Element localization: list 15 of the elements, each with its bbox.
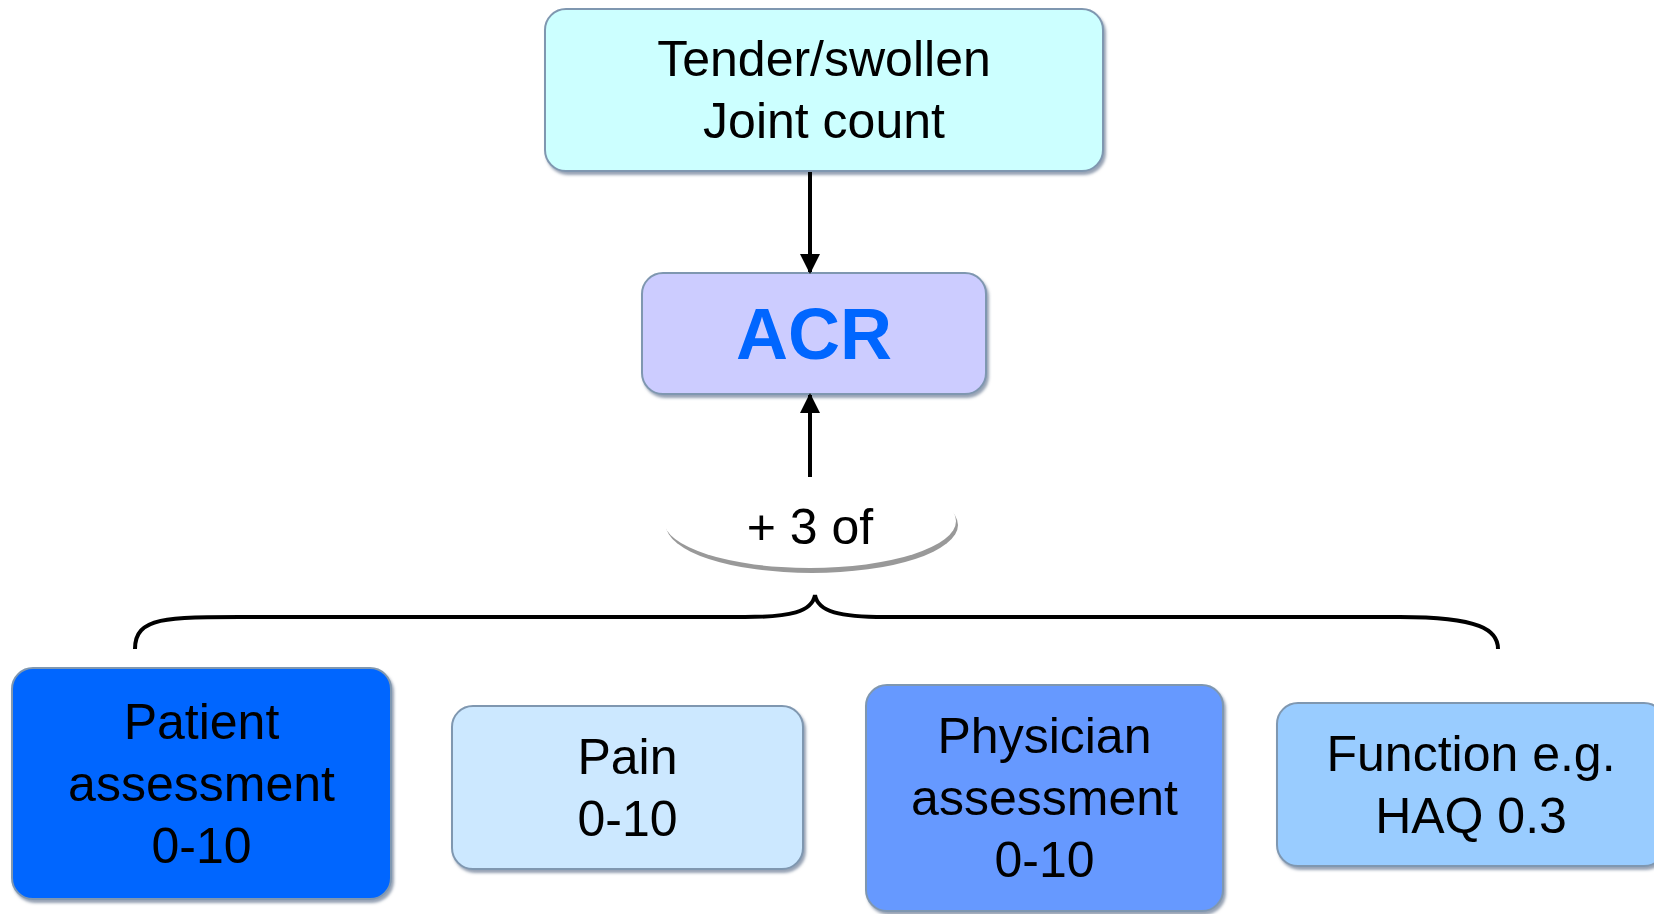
arrow [800, 172, 820, 274]
title-text: ACR [736, 302, 892, 365]
process-box [1276, 702, 1654, 867]
box-text: Physician assessment 0-10 [910, 707, 1179, 890]
box-text: + 3 of [746, 498, 874, 557]
process-box [641, 272, 987, 395]
process-box [544, 8, 1104, 172]
box-text: Tender/swollen Joint count [656, 30, 992, 151]
process-box [865, 684, 1224, 912]
arrow [800, 393, 820, 477]
box-text: Patient assessment 0-10 [67, 692, 336, 876]
box-text: Pain 0-10 [576, 727, 679, 849]
box-text: Function e.g. HAQ 0.3 [1325, 724, 1617, 846]
process-box [11, 667, 392, 900]
process-box [451, 705, 804, 870]
